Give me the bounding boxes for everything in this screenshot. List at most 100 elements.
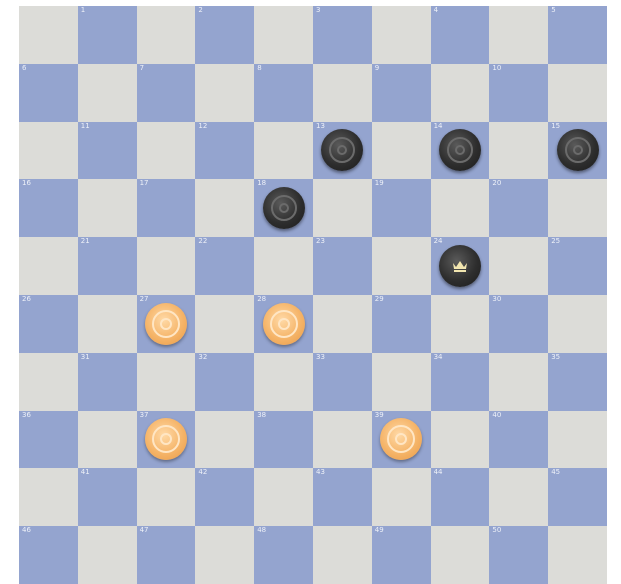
square-10[interactable]: 10 — [489, 64, 548, 122]
light-square — [78, 526, 137, 584]
square-49[interactable]: 49 — [372, 526, 431, 584]
light-square — [431, 295, 490, 353]
light-square — [195, 179, 254, 237]
light-square — [372, 353, 431, 411]
square-42[interactable]: 42 — [195, 468, 254, 526]
black-piece[interactable] — [439, 129, 481, 171]
square-48[interactable]: 48 — [254, 526, 313, 584]
square-14[interactable]: 14 — [431, 122, 490, 180]
square-18[interactable]: 18 — [254, 179, 313, 237]
square-number: 37 — [140, 412, 149, 419]
square-28[interactable]: 28 — [254, 295, 313, 353]
square-24[interactable]: 24 — [431, 237, 490, 295]
square-40[interactable]: 40 — [489, 411, 548, 469]
square-21[interactable]: 21 — [78, 237, 137, 295]
square-number: 7 — [140, 65, 144, 72]
square-25[interactable]: 25 — [548, 237, 607, 295]
light-square — [548, 64, 607, 122]
square-30[interactable]: 30 — [489, 295, 548, 353]
black-piece[interactable] — [321, 129, 363, 171]
square-29[interactable]: 29 — [372, 295, 431, 353]
square-11[interactable]: 11 — [78, 122, 137, 180]
square-39[interactable]: 39 — [372, 411, 431, 469]
square-15[interactable]: 15 — [548, 122, 607, 180]
light-square — [19, 353, 78, 411]
square-34[interactable]: 34 — [431, 353, 490, 411]
square-number: 49 — [375, 527, 384, 534]
square-number: 34 — [434, 354, 443, 361]
square-31[interactable]: 31 — [78, 353, 137, 411]
square-number: 8 — [257, 65, 261, 72]
square-9[interactable]: 9 — [372, 64, 431, 122]
light-square — [548, 526, 607, 584]
square-number: 32 — [198, 354, 207, 361]
light-square — [372, 468, 431, 526]
light-square — [489, 6, 548, 64]
square-32[interactable]: 32 — [195, 353, 254, 411]
square-3[interactable]: 3 — [313, 6, 372, 64]
black-piece[interactable] — [263, 187, 305, 229]
square-5[interactable]: 5 — [548, 6, 607, 64]
square-47[interactable]: 47 — [137, 526, 196, 584]
light-square — [254, 6, 313, 64]
square-1[interactable]: 1 — [78, 6, 137, 64]
square-50[interactable]: 50 — [489, 526, 548, 584]
light-square — [548, 295, 607, 353]
light-square — [19, 468, 78, 526]
light-square — [431, 411, 490, 469]
square-13[interactable]: 13 — [313, 122, 372, 180]
square-41[interactable]: 41 — [78, 468, 137, 526]
light-square — [19, 122, 78, 180]
square-43[interactable]: 43 — [313, 468, 372, 526]
square-22[interactable]: 22 — [195, 237, 254, 295]
white-piece[interactable] — [263, 303, 305, 345]
square-16[interactable]: 16 — [19, 179, 78, 237]
light-square — [137, 468, 196, 526]
square-number: 19 — [375, 180, 384, 187]
square-20[interactable]: 20 — [489, 179, 548, 237]
white-piece[interactable] — [145, 418, 187, 460]
square-26[interactable]: 26 — [19, 295, 78, 353]
square-8[interactable]: 8 — [254, 64, 313, 122]
square-17[interactable]: 17 — [137, 179, 196, 237]
square-12[interactable]: 12 — [195, 122, 254, 180]
square-19[interactable]: 19 — [372, 179, 431, 237]
light-square — [372, 6, 431, 64]
black-king[interactable] — [439, 245, 481, 287]
square-number: 17 — [140, 180, 149, 187]
light-square — [254, 122, 313, 180]
crown-icon — [451, 259, 469, 273]
square-36[interactable]: 36 — [19, 411, 78, 469]
white-piece[interactable] — [380, 418, 422, 460]
light-square — [137, 6, 196, 64]
square-46[interactable]: 46 — [19, 526, 78, 584]
square-33[interactable]: 33 — [313, 353, 372, 411]
light-square — [489, 468, 548, 526]
square-35[interactable]: 35 — [548, 353, 607, 411]
square-number: 20 — [492, 180, 501, 187]
square-7[interactable]: 7 — [137, 64, 196, 122]
square-23[interactable]: 23 — [313, 237, 372, 295]
square-44[interactable]: 44 — [431, 468, 490, 526]
square-number: 31 — [81, 354, 90, 361]
square-38[interactable]: 38 — [254, 411, 313, 469]
square-6[interactable]: 6 — [19, 64, 78, 122]
square-number: 30 — [492, 296, 501, 303]
white-piece[interactable] — [145, 303, 187, 345]
light-square — [137, 353, 196, 411]
square-37[interactable]: 37 — [137, 411, 196, 469]
light-square — [254, 237, 313, 295]
square-4[interactable]: 4 — [431, 6, 490, 64]
square-number: 1 — [81, 7, 85, 14]
black-piece[interactable] — [557, 129, 599, 171]
light-square — [78, 179, 137, 237]
square-number: 39 — [375, 412, 384, 419]
light-square — [195, 526, 254, 584]
square-2[interactable]: 2 — [195, 6, 254, 64]
square-45[interactable]: 45 — [548, 468, 607, 526]
square-27[interactable]: 27 — [137, 295, 196, 353]
light-square — [313, 411, 372, 469]
light-square — [431, 179, 490, 237]
light-square — [78, 295, 137, 353]
